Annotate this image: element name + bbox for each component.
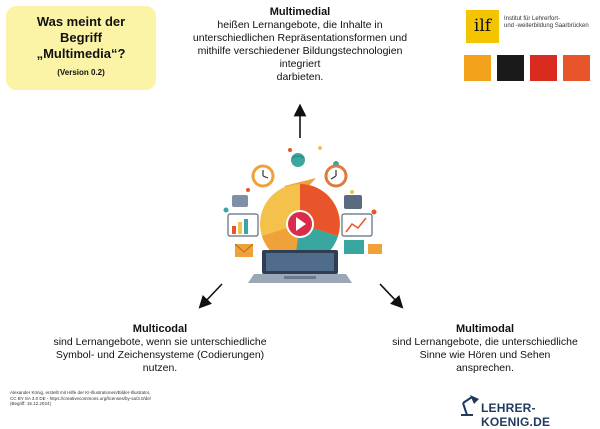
decor-dot [223,207,229,213]
envelope-icon [235,244,253,257]
title-box: Was meint der Begriff „Multimedia“? (Ver… [6,6,156,90]
credit-line-2: CC BY SA 3.0 DE - https://creativecommon… [10,395,151,401]
device-icon [344,195,362,209]
multimodal-text-block: Multimodal sind Lernangebote, die unters… [370,323,600,375]
line-chart-trend [345,217,367,233]
decor-dot [246,188,250,192]
clock-icon [251,164,275,188]
multimodal-line-1: sind Lernangebote, die unterschiedliche [392,336,578,348]
multicodal-heading: Multicodal [132,323,188,335]
multimedial-heading: Multimedial [269,6,331,18]
brand-logo: LEHRER-KOENIG.DE [457,397,597,429]
decor-dot [371,209,377,215]
chart-card-bar [232,226,236,234]
multimedial-line-1: heißen Lernangebote, die Inhalte in [217,19,383,31]
color-square [530,55,557,81]
color-square [497,55,524,81]
robot-icon [232,195,248,207]
desk-lamp-icon [461,395,479,416]
institute-name: Institut für Lehrerfort- und -weiterbild… [504,16,599,30]
institute-line-1: Institut für Lehrerfort- [504,16,561,22]
multicodal-text-block: Multicodal sind Lernangebote, wenn sie u… [50,323,270,375]
multimedial-text-block: Multimedial heißen Lernangebote, die Inh… [180,6,420,84]
chart-card-bar [238,222,242,234]
ilf-logo-mark: ilf [466,10,499,43]
multimedial-line-4: darbieten. [276,71,324,83]
chart-card-bar [244,219,248,234]
multimedial-line-3: mithilfe verschiedener Bildungstechnolog… [197,45,403,70]
multimodal-line-2: Sinne wie Hören und Sehen [419,349,551,361]
play-button-icon [286,210,314,238]
arrow-down-right [379,283,404,309]
laptop-icon [248,250,352,283]
version-label: (Version 0.2) [57,68,105,77]
envelope-flap [234,243,254,253]
title-line-3: „Multimedia“? [36,46,126,61]
title-line-2: Begriff [60,30,102,45]
multicodal-line-2: Symbol- und Zeichensysteme (Codierungen) [55,349,265,361]
decor-dot [318,146,322,150]
brand-text: LEHRER-KOENIG.DE [481,401,551,429]
multimodal-line-3: ansprechen. [456,362,514,374]
envelope-icon [368,244,382,254]
line-chart-card-icon [341,213,373,237]
multicodal-line-1: sind Lernangebote, wenn sie unterschiedl… [53,336,267,348]
multimodal-heading: Multimodal [455,323,515,335]
color-squares [464,55,594,81]
institute-line-2: und -weiterbildung Saarbrücken [504,23,589,29]
multicodal-line-3: nutzen. [142,362,178,374]
color-square [464,55,491,81]
decor-dot [350,190,354,194]
globe-icon [291,153,305,167]
multimedia-illustration [223,146,382,283]
clock-icon [324,164,348,188]
photo-icon [344,240,364,254]
credit-text: Alexander König, erstellt mit Hilfe der … [10,390,180,407]
decor-dot [288,148,292,152]
multimedial-line-2: unterschiedlichen Repräsentationsformen … [192,32,408,44]
credit-line-3: (Begriff: 15.12.2024) [10,401,51,406]
color-square [563,55,590,81]
credit-line-1: Alexander König, erstellt mit Hilfe der … [10,390,151,395]
arrow-down-left [198,283,223,309]
title-line-1: Was meint der [36,14,126,29]
